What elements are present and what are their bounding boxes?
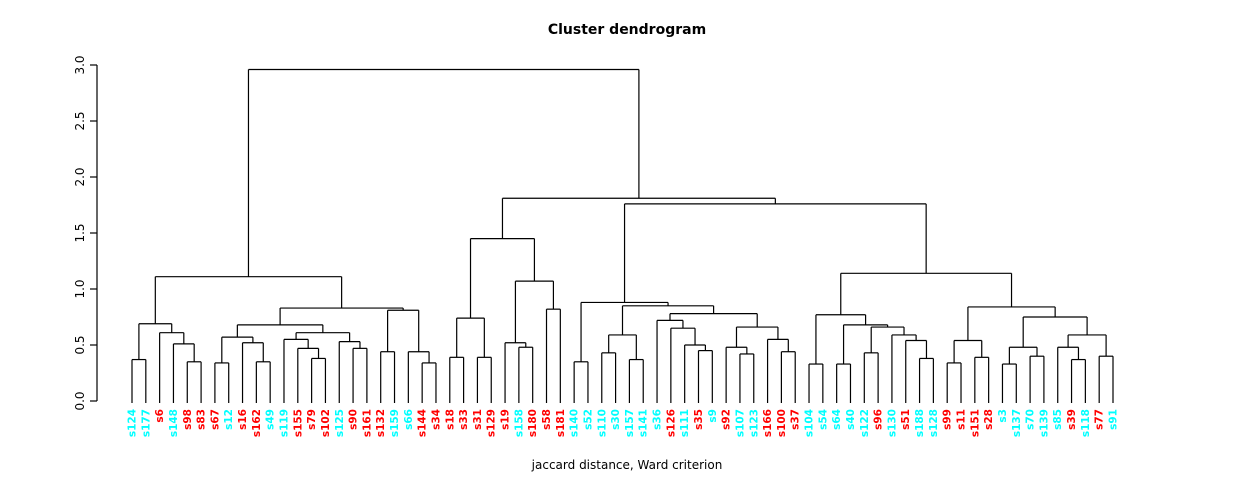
leaf-label-s155: s155 [292, 409, 304, 437]
leaf-label-s19: s19 [500, 409, 512, 430]
leaf-label-s16: s16 [237, 409, 249, 430]
leaf-label-s151: s151 [969, 409, 981, 437]
leaf-label-s102: s102 [320, 409, 332, 437]
leaf-label-s54: s54 [817, 409, 829, 430]
leaf-label-s122: s122 [859, 409, 871, 437]
leaf-label-s51: s51 [900, 409, 912, 430]
leaf-label-s110: s110 [596, 409, 608, 437]
leaf-label-s162: s162 [251, 409, 263, 437]
leaf-label-s107: s107 [734, 409, 746, 437]
leaf-label-s159: s159 [389, 409, 401, 437]
leaf-label-s128: s128 [928, 409, 940, 437]
leaf-label-s99: s99 [942, 409, 954, 430]
leaf-label-s37: s37 [790, 409, 802, 430]
leaf-label-s28: s28 [983, 409, 995, 430]
leaf-label-s129: s129 [486, 409, 498, 437]
leaf-label-s31: s31 [472, 409, 484, 430]
leaf-label-s158: s158 [513, 409, 525, 437]
leaf-label-s180: s180 [527, 409, 539, 437]
leaf-label-s18: s18 [444, 409, 456, 430]
leaf-label-s148: s148 [168, 409, 180, 437]
leaf-label-s91: s91 [1108, 409, 1120, 430]
leaf-label-s177: s177 [140, 409, 152, 437]
leaf-label-s6: s6 [154, 409, 166, 423]
leaf-label-s111: s111 [679, 409, 691, 437]
leaf-label-s49: s49 [265, 409, 277, 430]
leaf-label-s181: s181 [555, 409, 567, 437]
leaf-label-s188: s188 [914, 409, 926, 437]
leaf-label-s124: s124 [127, 409, 139, 437]
leaf-label-s157: s157 [624, 409, 636, 437]
leaf-label-s64: s64 [831, 409, 843, 430]
x-axis-label: jaccard distance, Ward criterion [531, 458, 723, 472]
leaf-label-s126: s126 [665, 409, 677, 437]
y-tick-label: 2.0 [73, 167, 87, 186]
leaf-label-s35: s35 [693, 409, 705, 430]
leaf-label-s9: s9 [707, 409, 719, 423]
leaf-label-s90: s90 [348, 409, 360, 430]
leaf-label-s140: s140 [569, 409, 581, 437]
leaf-label-s83: s83 [196, 409, 208, 430]
leaf-label-s66: s66 [403, 409, 415, 430]
leaf-label-s12: s12 [223, 409, 235, 430]
leaf-label-s104: s104 [804, 409, 816, 437]
chart-title: Cluster dendrogram [547, 22, 707, 38]
y-tick-label: 0.0 [73, 391, 87, 410]
leaf-label-s132: s132 [375, 409, 387, 437]
leaf-label-s70: s70 [1025, 409, 1037, 430]
leaf-label-s77: s77 [1094, 409, 1106, 430]
y-tick-label: 2.5 [73, 111, 87, 130]
leaf-label-s36: s36 [652, 409, 664, 430]
leaf-label-s137: s137 [1011, 409, 1023, 437]
leaf-label-s123: s123 [748, 409, 760, 437]
leaf-label-s139: s139 [1038, 409, 1050, 437]
leaf-label-s100: s100 [776, 409, 788, 437]
leaf-label-s85: s85 [1052, 409, 1064, 430]
leaf-label-s161: s161 [361, 409, 373, 437]
leaf-label-s119: s119 [278, 409, 290, 437]
dendrogram-tree [131, 68, 1114, 403]
leaf-label-s141: s141 [638, 409, 650, 437]
leaf-label-s3: s3 [997, 409, 1009, 423]
y-tick-label: 1.5 [73, 223, 87, 242]
leaf-label-s39: s39 [1066, 409, 1078, 430]
leaf-label-s30: s30 [610, 409, 622, 430]
leaf-label-s79: s79 [306, 409, 318, 430]
leaf-label-s67: s67 [209, 409, 221, 430]
leaf-label-s92: s92 [721, 409, 733, 430]
leaf-label-s130: s130 [886, 409, 898, 437]
y-tick-label: 3.0 [73, 55, 87, 74]
leaf-label-s98: s98 [182, 409, 194, 430]
leaf-label-s166: s166 [762, 409, 774, 437]
leaf-label-s11: s11 [956, 409, 968, 430]
leaf-label-s52: s52 [582, 409, 594, 430]
leaf-label-s118: s118 [1080, 409, 1092, 437]
leaf-label-s34: s34 [430, 409, 442, 430]
leaf-label-s144: s144 [417, 409, 429, 437]
y-tick-label: 1.0 [73, 279, 87, 298]
leaf-label-s33: s33 [458, 409, 470, 430]
leaf-label-s125: s125 [334, 409, 346, 437]
y-axis: 0.0 0.5 1.0 1.5 2.0 2.5 3.0 [73, 55, 98, 411]
leaf-label-s58: s58 [541, 409, 553, 430]
leaf-label-s40: s40 [845, 409, 857, 430]
leaf-label-s96: s96 [873, 409, 885, 430]
y-tick-label: 0.5 [73, 335, 87, 354]
